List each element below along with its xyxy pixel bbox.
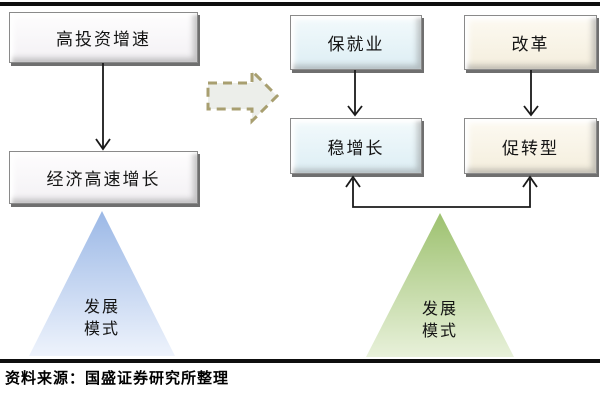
bottom-divider	[0, 359, 600, 363]
arrow-reform-to-transformation	[523, 70, 539, 117]
box-high-investment-growth: 高投资增速	[9, 12, 198, 63]
arrow-old-top-to-bottom	[95, 63, 111, 151]
arrow-employment-to-growth	[347, 70, 363, 117]
dashed-right-block-arrow-icon	[206, 67, 280, 125]
box-promote-transformation: 促转型	[464, 118, 597, 174]
box-high-investment-growth-label: 高投资增速	[56, 30, 151, 49]
box-stabilize-growth: 稳增长	[290, 118, 422, 174]
old-triangle-label-line2: 模式	[83, 321, 120, 338]
bracket-triangle-to-boxes	[345, 175, 538, 208]
new-triangle-label-line2: 模式	[421, 323, 458, 340]
new-triangle-label: 发展 模式	[395, 299, 485, 343]
box-high-speed-economic-growth: 经济高速增长	[9, 151, 198, 204]
old-triangle-label: 发展 模式	[57, 297, 147, 341]
box-protect-employment: 保就业	[290, 15, 422, 70]
top-divider	[0, 2, 600, 6]
box-reform-label: 改革	[511, 35, 550, 54]
box-high-speed-economic-growth-label: 经济高速增长	[46, 170, 161, 189]
box-stabilize-growth-label: 稳增长	[327, 138, 385, 158]
box-promote-transformation-label: 促转型	[502, 138, 559, 158]
box-reform: 改革	[464, 15, 597, 70]
box-protect-employment-label: 保就业	[327, 35, 385, 54]
new-triangle-label-line1: 发展	[421, 301, 458, 318]
old-triangle-label-line1: 发展	[83, 299, 120, 316]
source-note: 资料来源：国盛证券研究所整理	[5, 370, 230, 387]
